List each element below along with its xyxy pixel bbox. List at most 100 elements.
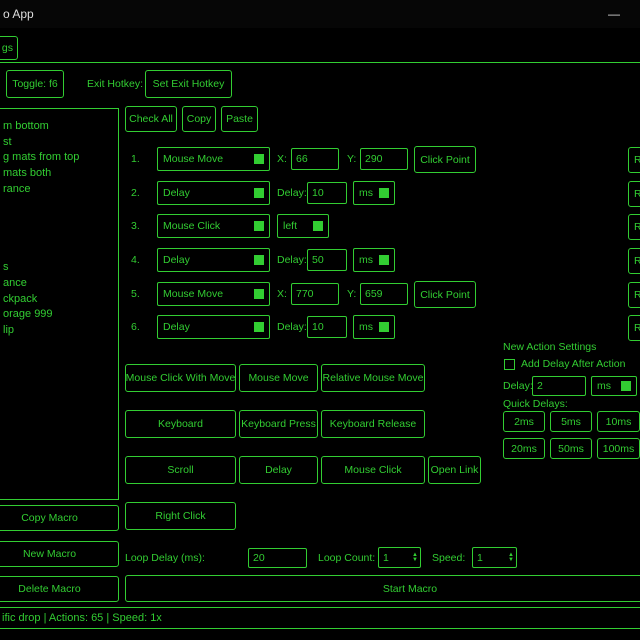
speed-value: 1 — [477, 552, 483, 564]
action-type-dropdown[interactable]: Delay — [157, 181, 270, 205]
new-macro-button[interactable]: New Macro — [0, 541, 119, 567]
action-number: 5. — [131, 288, 140, 300]
palette-keyboard-press-button[interactable]: Keyboard Press — [239, 410, 318, 438]
x-label: X: — [277, 288, 287, 300]
delay-unit-dropdown[interactable]: ms — [353, 315, 395, 339]
loop-count-stepper[interactable]: 1 ▲▼ — [378, 547, 421, 568]
remove-action-button[interactable]: R — [628, 214, 640, 240]
check-all-button[interactable]: Check All — [125, 106, 177, 132]
click-point-button[interactable]: Click Point — [414, 146, 476, 173]
x-input[interactable] — [291, 148, 339, 170]
action-type-dropdown[interactable]: Mouse Move — [157, 147, 270, 171]
list-item[interactable]: lip — [3, 323, 118, 339]
dropdown-indicator-icon — [254, 221, 264, 231]
speed-stepper[interactable]: 1 ▲▼ — [472, 547, 517, 568]
delay-label: Delay: — [277, 254, 307, 266]
palette-keyboard-button[interactable]: Keyboard — [125, 410, 236, 438]
macro-list: m bottom st g mats from top mats both ra… — [0, 108, 119, 500]
quick-delay-50ms-button[interactable]: 50ms — [550, 438, 592, 459]
list-item[interactable]: s — [3, 260, 118, 276]
action-number: 2. — [131, 187, 140, 199]
remove-action-button[interactable]: R — [628, 181, 640, 207]
add-delay-checkbox[interactable] — [504, 359, 515, 370]
list-item[interactable] — [3, 229, 118, 245]
set-exit-hotkey-button[interactable]: Set Exit Hotkey — [145, 70, 232, 98]
palette-delay-button[interactable]: Delay — [239, 456, 318, 484]
new-action-delay-input[interactable] — [532, 376, 586, 396]
palette-mouse-click-with-move-button[interactable]: Mouse Click With Move — [125, 364, 236, 392]
y-input[interactable] — [360, 148, 408, 170]
mouse-button-dropdown[interactable]: left — [277, 214, 329, 238]
x-input[interactable] — [291, 283, 339, 305]
list-item[interactable]: rance — [3, 182, 118, 198]
speed-label: Speed: — [432, 552, 465, 564]
new-action-delay-label: Delay: — [503, 380, 533, 392]
window-title: o App — [3, 7, 34, 21]
action-type-dropdown[interactable]: Delay — [157, 315, 270, 339]
remove-action-button[interactable]: R — [628, 315, 640, 341]
list-item[interactable]: st — [3, 135, 118, 151]
remove-action-button[interactable]: R — [628, 282, 640, 308]
new-action-delay-unit-dropdown[interactable]: ms — [591, 376, 637, 396]
y-label: Y: — [347, 153, 356, 165]
remove-action-button[interactable]: R — [628, 147, 640, 173]
action-type-value: Delay — [163, 321, 190, 333]
action-type-value: Mouse Click — [163, 220, 220, 232]
list-item[interactable]: m bottom — [3, 119, 118, 135]
spinner-down-icon[interactable]: ▼ — [508, 558, 514, 563]
toggle-hotkey-button[interactable]: Toggle: f6 — [6, 70, 64, 98]
quick-delay-5ms-button[interactable]: 5ms — [550, 411, 592, 432]
action-type-dropdown[interactable]: Mouse Click — [157, 214, 270, 238]
list-item[interactable]: mats both — [3, 166, 118, 182]
quick-delay-100ms-button[interactable]: 100ms — [597, 438, 640, 459]
list-item[interactable]: ckpack — [3, 292, 118, 308]
palette-scroll-button[interactable]: Scroll — [125, 456, 236, 484]
palette-mouse-click-button[interactable]: Mouse Click — [321, 456, 425, 484]
action-type-value: Delay — [163, 187, 190, 199]
delay-label: Delay: — [277, 321, 307, 333]
loop-delay-label: Loop Delay (ms): — [125, 552, 205, 564]
palette-mouse-move-button[interactable]: Mouse Move — [239, 364, 318, 392]
delay-unit-value: ms — [359, 187, 373, 199]
list-item[interactable] — [3, 245, 118, 261]
paste-button[interactable]: Paste — [221, 106, 258, 132]
start-macro-button[interactable]: Start Macro — [125, 575, 640, 602]
action-type-dropdown[interactable]: Mouse Move — [157, 282, 270, 306]
delay-input[interactable] — [307, 182, 347, 204]
dropdown-indicator-icon — [254, 255, 264, 265]
loop-delay-input[interactable] — [248, 548, 307, 568]
loop-count-label: Loop Count: — [318, 552, 375, 564]
list-item[interactable] — [3, 197, 118, 213]
minimize-button[interactable]: — — [598, 5, 630, 23]
delay-input[interactable] — [307, 316, 347, 338]
list-item[interactable]: g mats from top — [3, 150, 118, 166]
delay-label: Delay: — [277, 187, 307, 199]
palette-keyboard-release-button[interactable]: Keyboard Release — [321, 410, 425, 438]
y-input[interactable] — [360, 283, 408, 305]
exit-hotkey-label: Exit Hotkey: — [87, 78, 143, 90]
delete-macro-button[interactable]: Delete Macro — [0, 576, 119, 602]
dropdown-indicator-icon — [379, 188, 389, 198]
action-type-dropdown[interactable]: Delay — [157, 248, 270, 272]
quick-delay-2ms-button[interactable]: 2ms — [503, 411, 545, 432]
delay-unit-dropdown[interactable]: ms — [353, 248, 395, 272]
menu-settings-button[interactable]: gs — [0, 36, 18, 60]
palette-open-link-button[interactable]: Open Link — [428, 456, 481, 484]
list-item[interactable]: ance — [3, 276, 118, 292]
delay-input[interactable] — [307, 249, 347, 271]
click-point-button[interactable]: Click Point — [414, 281, 476, 308]
spinner-down-icon[interactable]: ▼ — [412, 558, 418, 563]
remove-action-button[interactable]: R — [628, 248, 640, 274]
palette-relative-mouse-move-button[interactable]: Relative Mouse Move — [321, 364, 425, 392]
list-item[interactable]: orage 999 — [3, 307, 118, 323]
palette-right-click-button[interactable]: Right Click — [125, 502, 236, 530]
title-bar: o App — — [0, 0, 640, 28]
copy-button[interactable]: Copy — [182, 106, 216, 132]
delay-unit-dropdown[interactable]: ms — [353, 181, 395, 205]
quick-delay-10ms-button[interactable]: 10ms — [597, 411, 640, 432]
copy-macro-button[interactable]: Copy Macro — [0, 505, 119, 531]
action-number: 1. — [131, 153, 140, 165]
list-item[interactable] — [3, 213, 118, 229]
quick-delay-20ms-button[interactable]: 20ms — [503, 438, 545, 459]
